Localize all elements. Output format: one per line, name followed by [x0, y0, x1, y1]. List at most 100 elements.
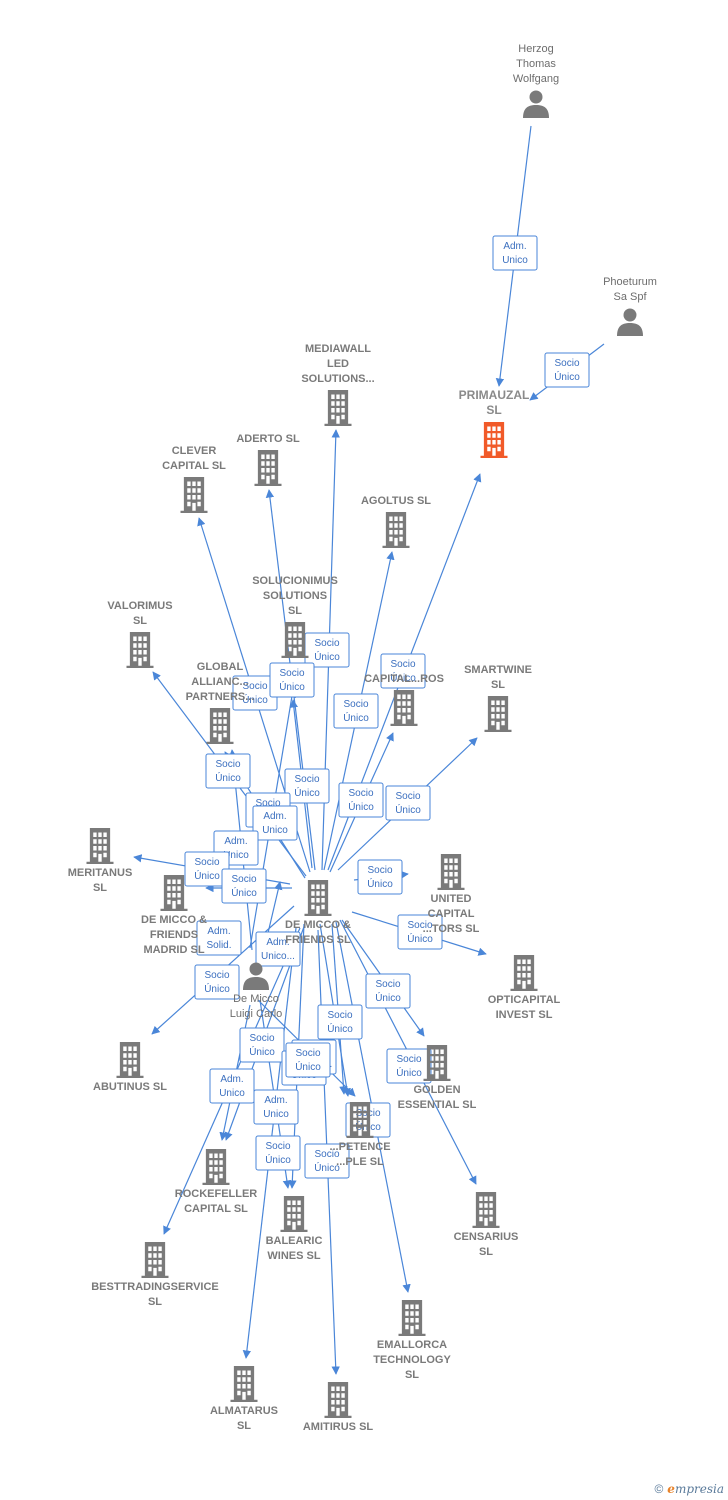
node-label: BESTTRADINGSERVICE — [91, 1281, 219, 1293]
edge-label-text: Socio — [554, 358, 579, 369]
edge-label-deluigi-balearic-2[interactable]: Adm.Unico — [253, 1089, 299, 1125]
node-mediawall[interactable]: MEDIAWALLLEDSOLUTIONS... — [301, 343, 375, 426]
brand-logo-text[interactable]: mpresia — [674, 1482, 724, 1496]
edge-label-deluigi-center[interactable]: Adm.Unico... — [255, 931, 301, 967]
node-label: SOLUTIONS — [263, 590, 327, 602]
edge-label-text: Único — [204, 982, 230, 995]
node-competence[interactable]: ...PETENCE...PLE SL — [329, 1102, 391, 1168]
edge-label-text: Unico — [219, 1088, 245, 1099]
node-label: PRIMAUZAL — [459, 388, 530, 402]
edge-label-text: Socio — [194, 857, 219, 868]
edge-label-deluigi-rockefeller[interactable]: Adm.Unico — [209, 1068, 255, 1104]
node-label: VALORIMUS — [107, 600, 172, 612]
node-global[interactable]: GLOBALALLIANC...PARTNERS... — [186, 661, 255, 744]
node-aderto[interactable]: ADERTO SL — [236, 433, 300, 486]
node-label: FRIENDS — [150, 929, 198, 941]
edge-label-text: Adm. — [263, 811, 286, 822]
node-abutinus[interactable]: ABUTINUS SL — [93, 1042, 167, 1093]
node-agoltus[interactable]: AGOLTUS SL — [361, 495, 431, 548]
node-besttrading[interactable]: BESTTRADINGSERVICE SL — [91, 1242, 219, 1308]
building-icon — [86, 828, 114, 864]
edge-label-deluigi-demiccofriends[interactable]: Adm.Solid. — [196, 920, 242, 956]
edge-label-text: Socio — [242, 681, 267, 692]
edge-label-herzog-primauzal[interactable]: Adm.Unico — [492, 235, 538, 271]
node-capitalros[interactable]: CAPITAL...ROS — [364, 673, 444, 726]
edge-label-text: Único — [407, 932, 433, 945]
edge-label-box — [386, 1048, 432, 1084]
node-label: SL — [93, 882, 107, 894]
edge-label-box — [544, 352, 590, 388]
person-icon — [617, 308, 643, 336]
edge-label-text: Único — [375, 991, 401, 1004]
node-amitirus[interactable]: AMITIRUS SL — [303, 1382, 374, 1433]
node-label: CLEVER — [172, 445, 217, 457]
node-label: GLOBAL — [197, 661, 244, 673]
edge-label-text: Socio — [255, 798, 280, 809]
building-icon — [324, 1382, 352, 1418]
building-icon — [324, 390, 352, 426]
edge-label-box — [269, 662, 315, 698]
edge-label-box — [196, 920, 242, 956]
node-label: FRIENDS SL — [285, 934, 351, 946]
node-label: AMITIRUS SL — [303, 1421, 374, 1433]
edge-label-text: Unico — [262, 825, 288, 836]
node-label: ALLIANC... — [191, 676, 248, 688]
node-label: ABUTINUS SL — [93, 1081, 167, 1093]
edge-label-text: Socio — [327, 1010, 352, 1021]
node-label: SL — [148, 1296, 162, 1308]
node-label: Herzog — [518, 43, 553, 55]
edge-label-deluigi-global[interactable]: Adm. Unico — [252, 805, 298, 841]
brand-logo-initial[interactable]: e — [667, 1482, 675, 1496]
edge-label-text: Único — [294, 786, 320, 799]
edge-label-box — [255, 1135, 301, 1171]
node-center[interactable]: DE MICCO &FRIENDS SL — [285, 880, 351, 946]
node-label: CAPITAL...ROS — [364, 673, 444, 685]
edge-label-text: Socio — [279, 668, 304, 679]
edge-label-text: Socio — [249, 1033, 274, 1044]
node-label: EMALLORCA — [377, 1339, 447, 1351]
edge-label-text: Único — [231, 886, 257, 899]
edge-label-text: Único — [367, 877, 393, 890]
node-label: INVEST SL — [496, 1009, 553, 1021]
